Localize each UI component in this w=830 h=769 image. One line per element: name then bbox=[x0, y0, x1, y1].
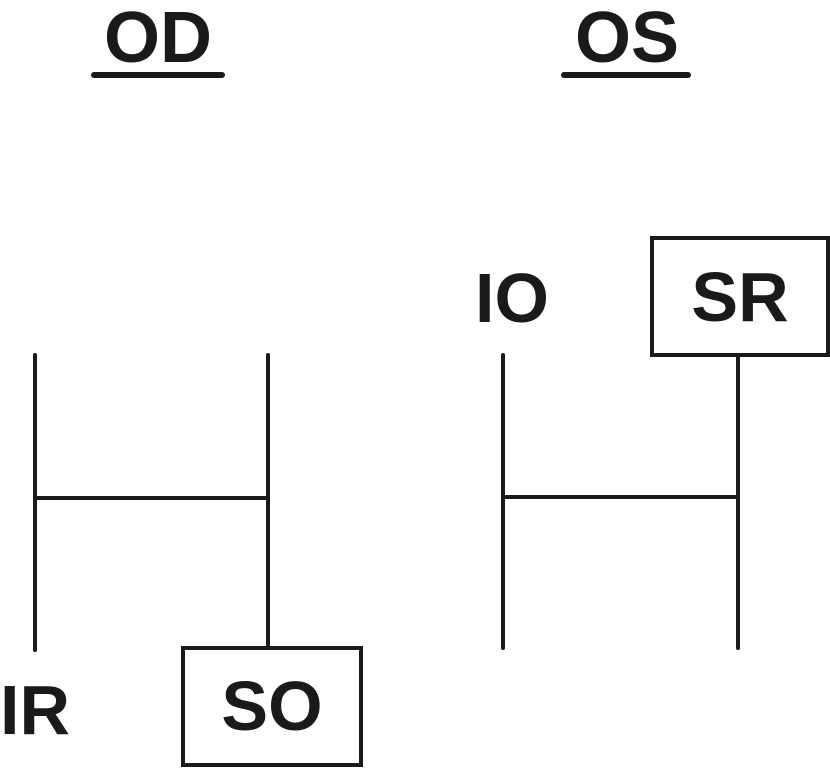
os-panel: OS IO SR bbox=[475, 0, 830, 650]
os-label-box bbox=[650, 236, 830, 357]
os-title: OS bbox=[575, 0, 679, 78]
os-boxed-label: SR bbox=[691, 258, 788, 336]
od-left-label: IR bbox=[0, 671, 70, 749]
os-left-label: IO bbox=[475, 259, 549, 337]
od-title: OD bbox=[104, 0, 212, 78]
od-label-box bbox=[181, 646, 363, 767]
od-panel: OD IR SO bbox=[0, 0, 363, 767]
od-boxed-label: SO bbox=[221, 667, 322, 745]
